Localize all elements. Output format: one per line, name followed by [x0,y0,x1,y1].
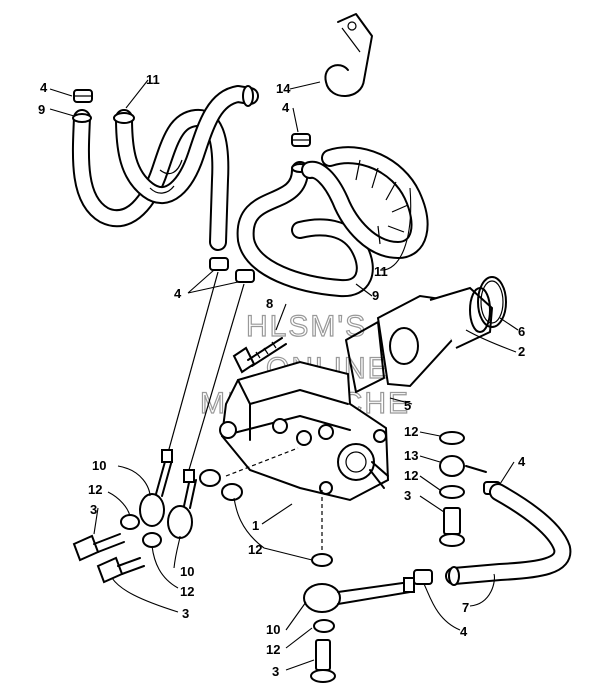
bolts-3-left [72,533,145,584]
callout-3: 3 [404,488,411,503]
hose-line-right [185,283,245,481]
watermark-line-1: HLSM'S [246,310,367,343]
callout-12: 12 [88,482,102,497]
callout-6: 6 [518,324,525,339]
bolt-8 [232,337,287,374]
assembly-line [225,447,299,477]
callout-9: 9 [372,288,379,303]
hose-7 [445,483,572,586]
callout-13: 13 [404,448,418,463]
elbow-fitting-2 [376,286,494,388]
callout-2: 2 [518,344,525,359]
callout-12: 12 [266,642,280,657]
callout-8: 8 [266,296,273,311]
callout-1: 1 [252,518,259,533]
banjo-fitting-left-10 [139,449,173,527]
bolt-3-bottom [310,639,336,683]
callout-12: 12 [404,424,418,439]
callout-3: 3 [272,664,279,679]
callout-7: 7 [462,600,469,615]
hose-line-left [165,271,219,461]
callout-12: 12 [248,542,262,557]
gasket-5 [345,321,385,393]
washers-left [120,469,243,548]
clamp-4-lower [209,257,255,283]
callout-12: 12 [404,468,418,483]
hose-end [113,112,135,124]
hose-right-11 [301,146,429,259]
callout-3: 3 [182,606,189,621]
callout-4: 4 [460,624,468,639]
callouts: 4 9 11 14 4 11 9 4 8 5 6 2 12 13 12 3 4 … [38,72,526,679]
callout-4: 4 [174,286,182,301]
callout-5: 5 [404,398,411,413]
bolt-3-right [439,507,465,547]
clamp-14 [324,13,373,97]
washer-stack-right [439,431,487,499]
callout-10: 10 [92,458,106,473]
callout-10: 10 [180,564,194,579]
callout-14: 14 [276,81,291,96]
callout-3: 3 [90,502,97,517]
callout-9: 9 [38,102,45,117]
callout-11: 11 [374,264,388,279]
callout-10: 10 [266,622,280,637]
callout-4: 4 [518,454,526,469]
banjo-fitting-mid-10 [167,469,197,539]
clamp-4-top-mid [291,133,311,147]
hose-end [242,85,254,107]
clamp-4-top-left [73,89,93,103]
callout-4: 4 [40,80,48,95]
o-ring-6 [477,276,507,328]
callout-12: 12 [180,584,194,599]
banjo-fitting-bottom-10 [303,577,415,613]
callout-4: 4 [282,100,290,115]
clamp-4-bottom [413,569,433,585]
oil-pump-1 [219,360,390,502]
callout-11: 11 [146,72,160,87]
hose-left-11 [113,85,259,204]
hose-end [72,113,92,123]
leader-lines [49,79,519,671]
